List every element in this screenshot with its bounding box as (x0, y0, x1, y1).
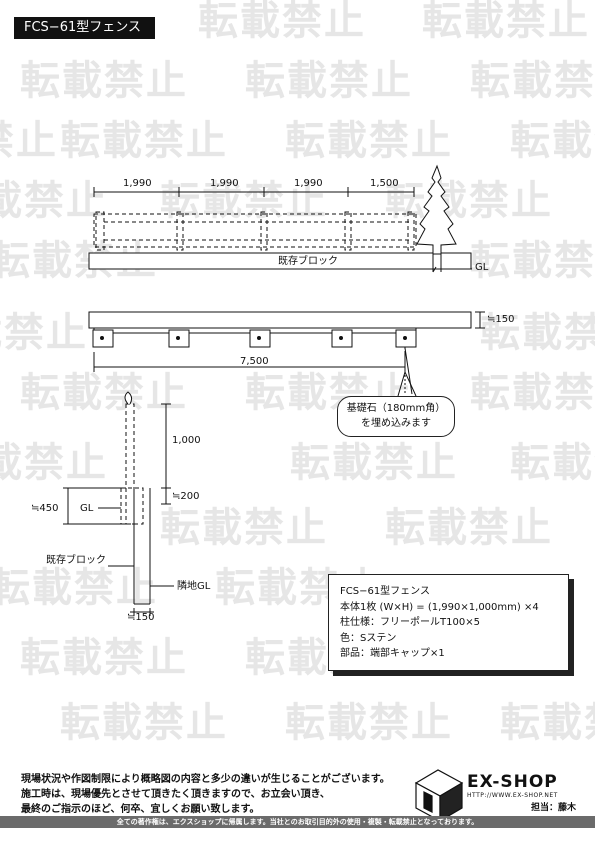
depth-dimension: ≒450 (31, 503, 59, 514)
embed-dimension: ≒200 (172, 491, 200, 502)
note-line: 施工時は、現場優先とさせて頂きたく頂きますので、お立会い頂き、 (21, 789, 330, 800)
spec-color: 色：Sステン (340, 632, 397, 644)
section-width-dimension: ≒150 (127, 612, 155, 623)
logo-name: EX-SHOP (467, 772, 558, 792)
note-line: 最終のご指示のほど、何卒、宜しくお願い致します。 (21, 804, 260, 815)
spec-box: FCS−61型フェンス 本体1枚 (W×H) = (1,990×1,000mm)… (328, 574, 569, 671)
logo-cube-icon (414, 769, 464, 823)
spec-name: FCS−61型フェンス (340, 586, 430, 597)
span-dimension: 1,500 (370, 178, 399, 189)
note-line: 現場状況や作図制限により概略図の内容と多少の違いが生じることがございます。 (21, 774, 390, 785)
drawing-title: FCS−61型フェンス (14, 17, 155, 39)
section-gl-label: GL (80, 503, 94, 514)
plan-total-dimension: 7,500 (240, 356, 269, 367)
gl-label: GL (475, 262, 489, 273)
logo-url: HTTP://WWW.EX-SHOP.NET (467, 792, 558, 799)
span-dimension: 1,990 (123, 178, 152, 189)
spec-parts: 部品：端部キャップ×1 (340, 648, 445, 659)
neighbor-gl-label: 隣地GL (177, 581, 211, 592)
person-in-charge: 担当：藤木 (531, 803, 577, 813)
spec-post: 柱仕様：フリーポールT100×5 (340, 617, 480, 628)
section-block-label: 既存ブロック (46, 555, 106, 566)
existing-block-label: 既存ブロック (278, 256, 338, 267)
disclaimer-notes: 現場状況や作図制限により概略図の内容と多少の違いが生じることがございます。 施工… (21, 772, 390, 817)
foundation-callout: 基礎石（180mm角） を埋め込みます (337, 396, 455, 437)
callout-line: を埋め込みます (361, 418, 431, 429)
span-dimension: 1,990 (210, 178, 239, 189)
span-dimension: 1,990 (294, 178, 323, 189)
callout-line: 基礎石（180mm角） (346, 403, 446, 414)
spec-body: 本体1枚 (W×H) = (1,990×1,000mm) ×4 (340, 601, 539, 613)
height-dimension: 1,000 (172, 435, 201, 446)
plan-width-dimension: ≒150 (487, 314, 515, 325)
copyright-footer: 全ての著作権は、エクスショップに帰属します。当社とのお取引目的外の使用・複製・転… (0, 816, 595, 828)
